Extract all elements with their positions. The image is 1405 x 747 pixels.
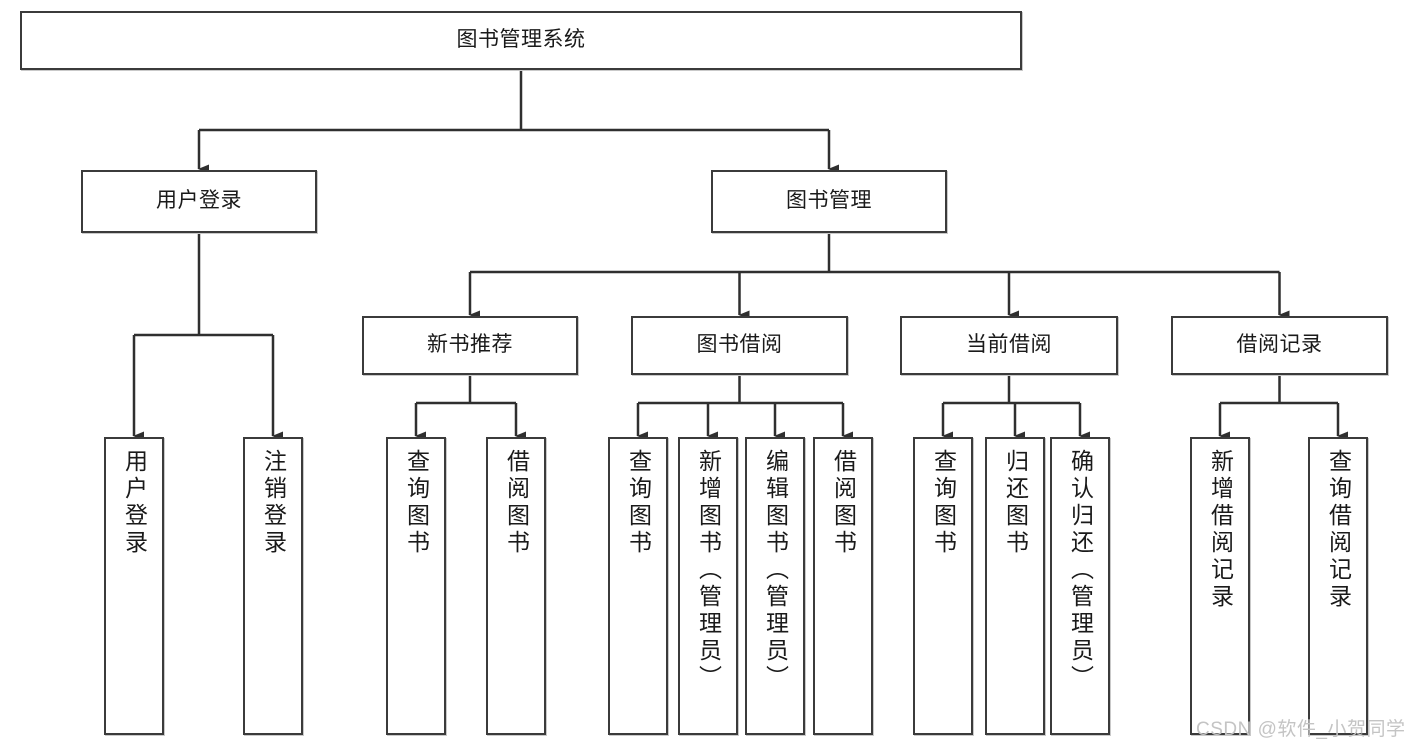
node-leaf-return-book[interactable]: 归还图书 [985, 437, 1045, 735]
node-label-leaf-user-logout: 注销登录 [260, 449, 287, 557]
node-label-current-borrow: 当前借阅 [966, 333, 1052, 357]
node-current-borrow[interactable]: 当前借阅 [900, 316, 1118, 375]
node-label-leaf-confirm-return: 确认归还（管理员） [1067, 449, 1094, 692]
node-label-leaf-borrow-book-rec: 借阅图书 [503, 449, 530, 557]
node-leaf-borrow-book-b[interactable]: 借阅图书 [813, 437, 873, 735]
node-borrow-record[interactable]: 借阅记录 [1171, 316, 1388, 375]
node-label-book-borrow: 图书借阅 [696, 333, 783, 357]
node-label-book-manage: 图书管理 [786, 189, 872, 213]
node-root[interactable]: 图书管理系统 [20, 11, 1022, 70]
node-label-root: 图书管理系统 [456, 28, 586, 52]
node-user-login[interactable]: 用户登录 [81, 170, 317, 233]
node-leaf-add-book[interactable]: 新增图书（管理员） [678, 437, 738, 735]
node-leaf-query-book-b[interactable]: 查询图书 [608, 437, 668, 735]
node-label-leaf-user-login: 用户登录 [121, 449, 148, 557]
node-label-new-book-rec: 新书推荐 [427, 333, 513, 357]
node-label-leaf-query-book-b: 查询图书 [625, 449, 652, 557]
node-label-leaf-query-record: 查询借阅记录 [1325, 449, 1352, 611]
node-label-leaf-add-record: 新增借阅记录 [1207, 449, 1234, 611]
node-leaf-edit-book[interactable]: 编辑图书（管理员） [745, 437, 805, 735]
node-label-leaf-edit-book: 编辑图书（管理员） [762, 449, 789, 692]
node-book-borrow[interactable]: 图书借阅 [631, 316, 848, 375]
node-new-book-rec[interactable]: 新书推荐 [362, 316, 578, 375]
edge-group [132, 70, 1348, 441]
node-label-leaf-borrow-book-b: 借阅图书 [830, 449, 857, 557]
node-leaf-query-record[interactable]: 查询借阅记录 [1308, 437, 1368, 735]
node-label-leaf-return-book: 归还图书 [1002, 449, 1029, 557]
node-leaf-add-record[interactable]: 新增借阅记录 [1190, 437, 1250, 735]
node-label-borrow-record: 借阅记录 [1236, 333, 1323, 357]
node-label-leaf-query-book-rec: 查询图书 [403, 449, 430, 557]
node-leaf-borrow-book-rec[interactable]: 借阅图书 [486, 437, 546, 735]
node-leaf-query-book-rec[interactable]: 查询图书 [386, 437, 446, 735]
node-label-leaf-query-book-c: 查询图书 [930, 449, 957, 557]
node-leaf-user-logout[interactable]: 注销登录 [243, 437, 303, 735]
node-leaf-confirm-return[interactable]: 确认归还（管理员） [1050, 437, 1110, 735]
node-leaf-user-login[interactable]: 用户登录 [104, 437, 164, 735]
node-label-leaf-add-book: 新增图书（管理员） [695, 449, 722, 692]
node-book-manage[interactable]: 图书管理 [711, 170, 947, 233]
node-label-user-login: 用户登录 [156, 189, 242, 213]
node-leaf-query-book-c[interactable]: 查询图书 [913, 437, 973, 735]
